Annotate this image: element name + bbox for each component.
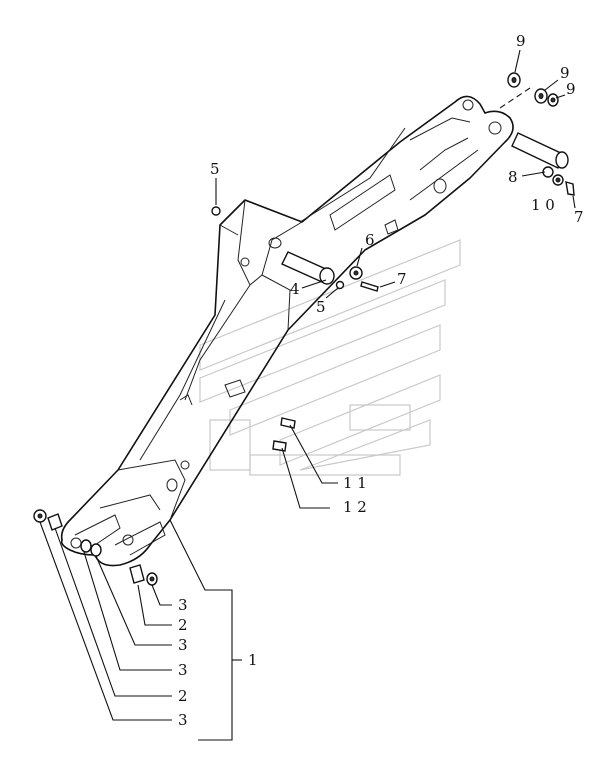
part-5-bolt-upper bbox=[211, 206, 221, 216]
label-3-a: 3 bbox=[178, 596, 188, 614]
boom-arm bbox=[60, 95, 514, 567]
part-2-bushing-right bbox=[129, 564, 145, 584]
label-9-c: 9 bbox=[566, 80, 576, 98]
part-7-bolt-upper bbox=[565, 181, 575, 196]
label-7-lower: 7 bbox=[397, 270, 407, 288]
label-10: 1 0 bbox=[531, 196, 555, 214]
label-11: 1 1 bbox=[343, 474, 367, 492]
label-3-c: 3 bbox=[178, 661, 188, 679]
label-8: 8 bbox=[508, 168, 518, 186]
part-2-bushing-left bbox=[47, 513, 63, 531]
separate-parts bbox=[33, 72, 575, 586]
label-2-b: 2 bbox=[178, 687, 188, 705]
label-7-upper: 7 bbox=[574, 208, 584, 226]
callout-labels: 5 9 9 9 8 1 0 7 6 4 5 7 1 1 1 2 1 3 2 3 … bbox=[178, 32, 584, 729]
label-6: 6 bbox=[365, 231, 375, 249]
part-8-pin-upper bbox=[511, 132, 566, 169]
watermark-logo bbox=[199, 239, 461, 476]
label-3-b: 3 bbox=[178, 636, 188, 654]
label-5-upper: 5 bbox=[210, 160, 220, 178]
label-9-b: 9 bbox=[560, 64, 570, 82]
part-11-grease-fitting bbox=[280, 417, 296, 429]
label-1: 1 bbox=[248, 651, 258, 669]
part-7-bolt-lower bbox=[360, 281, 379, 292]
label-9-a: 9 bbox=[516, 32, 526, 50]
leader-lines bbox=[39, 49, 576, 741]
label-2-a: 2 bbox=[178, 616, 188, 634]
label-3-d: 3 bbox=[178, 711, 188, 729]
label-12: 1 2 bbox=[343, 498, 367, 516]
label-5-lower: 5 bbox=[316, 298, 326, 316]
part-12-grease-fitting bbox=[272, 440, 287, 452]
part-5-bolt-lower bbox=[335, 280, 345, 290]
label-4: 4 bbox=[290, 280, 300, 298]
